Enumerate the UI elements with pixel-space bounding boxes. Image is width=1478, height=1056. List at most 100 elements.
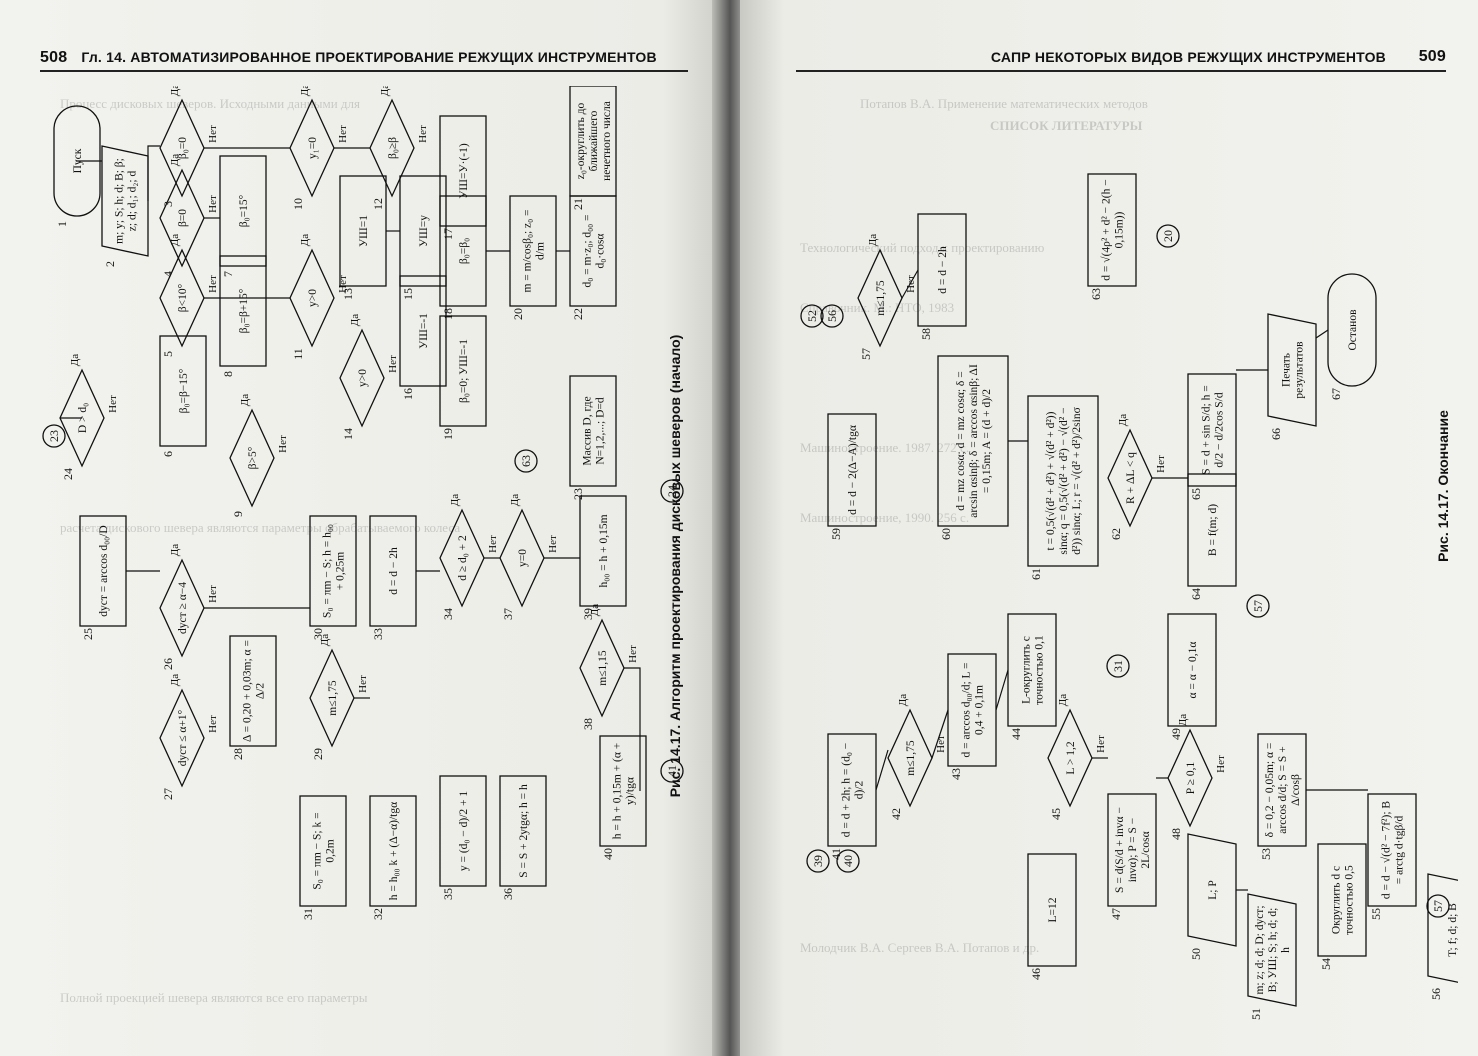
block-number: 19 xyxy=(441,428,455,440)
block-number: 9 xyxy=(231,511,245,517)
process-block xyxy=(827,413,877,527)
yes-label: Да xyxy=(169,154,181,167)
block-number: 2 xyxy=(103,261,117,267)
block-number: 1 xyxy=(55,221,69,227)
no-label: Нет xyxy=(1215,755,1227,773)
block-number: 13 xyxy=(341,288,355,300)
process-block xyxy=(439,775,487,887)
process-text: d = √(4ρ² + d² − 2(h − xyxy=(1100,179,1113,280)
decision-text: dуст ≤ α+1° xyxy=(177,709,189,766)
no-label: Нет xyxy=(277,435,289,453)
process-text: β₀=15° xyxy=(238,194,250,227)
block-number: 50 xyxy=(1189,948,1203,960)
process-text: S₀ = πm − S; k = xyxy=(312,812,324,889)
process-text: β₀=0; УШ=-1 xyxy=(458,339,470,403)
connector-circle xyxy=(42,424,66,448)
process-block xyxy=(569,375,617,487)
flow-line xyxy=(147,145,160,201)
no-label: Нет xyxy=(337,125,349,143)
process-block xyxy=(159,335,207,447)
block-number: 14 xyxy=(341,428,355,440)
connector-circle xyxy=(1246,594,1270,618)
right-page-number: 509 xyxy=(1418,48,1446,65)
io-text: z; d; d₁; d₂; d xyxy=(127,171,139,232)
process-block xyxy=(439,115,487,227)
process-block xyxy=(219,255,267,367)
yes-label: Да xyxy=(379,86,391,96)
process-text: d₀ = m·z₀; d₀₀ = xyxy=(582,214,594,287)
process-text: d = d + 2h; h = (d₀ − xyxy=(841,743,853,837)
process-block xyxy=(399,275,447,387)
block-number: 23 xyxy=(571,488,585,500)
connector-label: 57 xyxy=(1431,900,1445,912)
right-running-head: САПР НЕКОТОРЫХ ВИДОВ РЕЖУЩИХ ИНСТРУМЕНТО… xyxy=(796,44,1446,72)
left-running-title: Гл. 14. АВТОМАТИЗИРОВАННОЕ ПРОЕКТИРОВАНИ… xyxy=(81,49,657,65)
connector-label: 40 xyxy=(841,855,855,867)
process-text: B = f(m; d) xyxy=(1207,504,1219,556)
left-bleed-line: Процесс дисковых шеверов. Исходными данн… xyxy=(60,96,361,111)
process-block xyxy=(1317,843,1367,957)
process-text: S₀ = πm − S; h = h₀₀ xyxy=(322,524,334,618)
process-text: = arctg d·tgβ/d xyxy=(1394,815,1406,884)
block-number: 55 xyxy=(1369,908,1383,920)
right-bleed-line: Потапов В.А. Применение математических м… xyxy=(860,96,1148,111)
process-text: h = h + 0,15m + (α + xyxy=(612,743,624,840)
process-text: h = h₀₀ k + (Δ−α)/tgα xyxy=(388,802,400,900)
decision-text: y=0 xyxy=(517,549,529,567)
decision-text: β₀≥β xyxy=(387,137,399,159)
decision-text: y₁=0 xyxy=(307,137,319,159)
block-number: 59 xyxy=(829,528,843,540)
flow-line xyxy=(995,669,1009,711)
process-block xyxy=(1087,173,1137,287)
decision-text: m≤1,75 xyxy=(327,680,339,716)
process-text: УШ=-1 xyxy=(418,313,430,349)
connector-label: 41 xyxy=(665,765,679,777)
process-text: d₀·cosα xyxy=(595,234,607,269)
yes-label: Да xyxy=(897,694,909,707)
right-bleed-line: Молодчик В.А. Сергеев В.А. Потапов и др. xyxy=(800,940,1040,955)
block-number: 63 xyxy=(1089,288,1103,300)
decision-text: β>5° xyxy=(247,446,259,469)
process-text: d = d − 2h xyxy=(937,246,949,294)
block-number: 25 xyxy=(81,628,95,640)
yes-label: Да xyxy=(69,354,81,367)
block-number: 38 xyxy=(581,718,595,730)
decision-text: m≤1,75 xyxy=(905,740,917,776)
block-number: 11 xyxy=(291,348,305,360)
decision-diamond xyxy=(289,248,335,348)
io-text: L; P xyxy=(1207,880,1219,900)
process-text: m = m/cosβ₀; z₀ = xyxy=(522,209,534,292)
process-text: + 0,25m xyxy=(335,552,347,590)
block-number: 32 xyxy=(371,908,385,920)
io-block xyxy=(1267,313,1317,427)
block-number: 29 xyxy=(311,748,325,760)
no-label: Нет xyxy=(487,535,499,553)
block-number: 60 xyxy=(939,528,953,540)
block-number: 51 xyxy=(1249,1008,1263,1020)
no-label: Нет xyxy=(207,715,219,733)
right-bleed-line: Справочник. М.: НТО, 1983 xyxy=(800,300,955,315)
block-number: 36 xyxy=(501,888,515,900)
process-text: 2L/cosα xyxy=(1140,831,1152,868)
yes-label: Да xyxy=(589,604,601,617)
connector-label: 56 xyxy=(825,310,839,322)
process-text: L=12 xyxy=(1047,897,1059,922)
yes-label: Да xyxy=(169,86,181,96)
yes-label: Да xyxy=(299,86,311,96)
process-block xyxy=(1187,373,1237,487)
process-text: z₀-округлить до xyxy=(575,103,587,180)
process-text: β₀=β−15° xyxy=(178,368,190,413)
flow-line xyxy=(1315,329,1329,339)
process-text: точностью 0,1 xyxy=(1034,635,1046,705)
right-bleed-line: Технологический подход к проектированию xyxy=(800,240,1045,255)
flow-line xyxy=(931,709,949,759)
decision-text: P ≥ 0,1 xyxy=(1185,762,1197,795)
io-text: Печать xyxy=(1281,353,1293,387)
process-text: d = mz cosα; d = mz cosα; δ = xyxy=(955,371,967,510)
decision-text: m≤1,75 xyxy=(875,280,887,316)
decision-diamond xyxy=(1167,728,1213,828)
decision-text: dуст ≥ α−4 xyxy=(177,582,189,634)
yes-label: Да xyxy=(319,634,331,647)
no-label: Нет xyxy=(1155,455,1167,473)
process-block xyxy=(1167,613,1217,727)
